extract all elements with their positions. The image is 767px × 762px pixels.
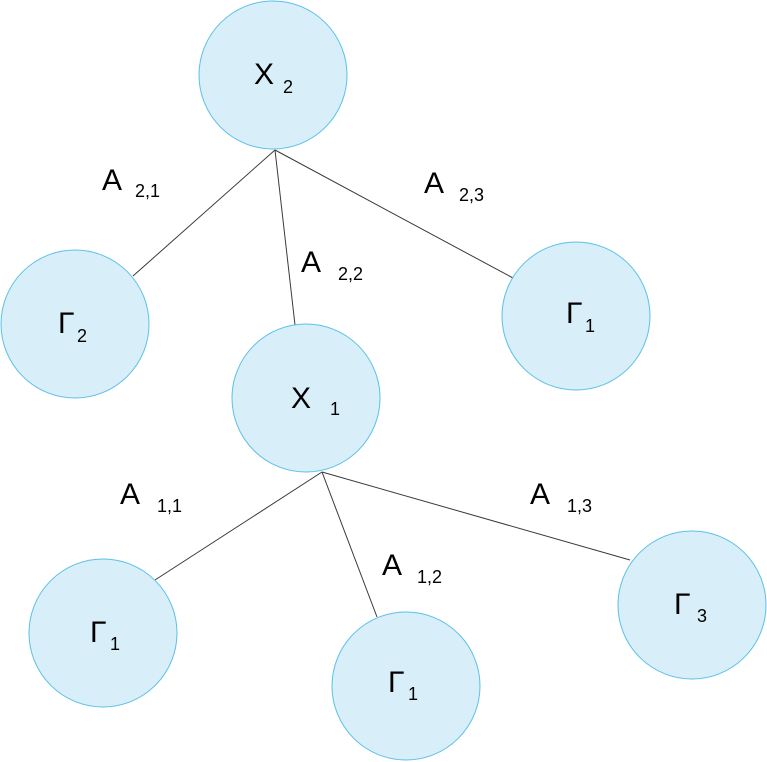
edge-label-a13-subscript: 1,3 [567,496,592,516]
node-x1: X 1 [231,323,381,473]
edge-label-a21-subscript: 2,1 [135,181,160,201]
edge-label-a21: A 2,1 [102,164,160,201]
node-g2-subscript: 2 [77,326,87,346]
edge-a12 [321,471,378,618]
node-g1-mid-symbol: Γ [388,666,405,699]
node-x2: X 2 [198,0,348,150]
node-g1-top: Γ 1 [501,241,651,391]
edge-label-a23-subscript: 2,3 [459,185,484,205]
node-x1-symbol: X [291,382,311,415]
node-g2: Γ 2 [0,249,150,399]
edge-label-a12-symbol: A [382,549,402,582]
node-g3-symbol: Γ [674,588,691,621]
node-g1-left-symbol: Γ [90,616,107,649]
edge-label-a11-symbol: A [120,478,140,511]
node-g1-left: Γ 1 [28,558,178,708]
node-g1-mid-subscript: 1 [408,684,418,704]
edge-label-a22-subscript: 2,2 [338,264,363,284]
edge-a22 [274,149,296,326]
edge-a23 [274,149,514,279]
edge-label-a12: A 1,2 [382,549,442,587]
node-x2-symbol: X [254,58,274,91]
edge-label-a11: A 1,1 [120,478,182,516]
svg-text:X: X [254,58,274,91]
edge-a11 [154,471,323,581]
node-x1-subscript: 1 [330,399,340,419]
edge-a13 [321,471,631,561]
edge-label-a11-subscript: 1,1 [157,496,182,516]
edge-label-a23-symbol: A [424,167,444,200]
node-g3-subscript: 3 [697,606,707,626]
edge-label-a21-symbol: A [102,164,122,197]
node-x2-subscript: 2 [283,77,293,97]
edge-label-a22-symbol: A [301,246,321,279]
node-g1-left-subscript: 1 [110,634,120,654]
edge-a21 [132,149,276,277]
node-g1-mid: Γ 1 [331,611,481,761]
edge-label-a13: A 1,3 [530,478,592,516]
edge-label-a12-subscript: 1,2 [417,567,442,587]
node-g1-top-symbol: Γ [566,297,583,330]
edge-label-a23: A 2,3 [424,167,484,205]
node-g2-symbol: Γ [58,307,75,340]
node-g3: Γ 3 [617,530,767,680]
node-g1-top-subscript: 1 [585,316,595,336]
edge-label-a22: A 2,2 [301,246,363,284]
edge-label-a13-symbol: A [530,478,550,511]
